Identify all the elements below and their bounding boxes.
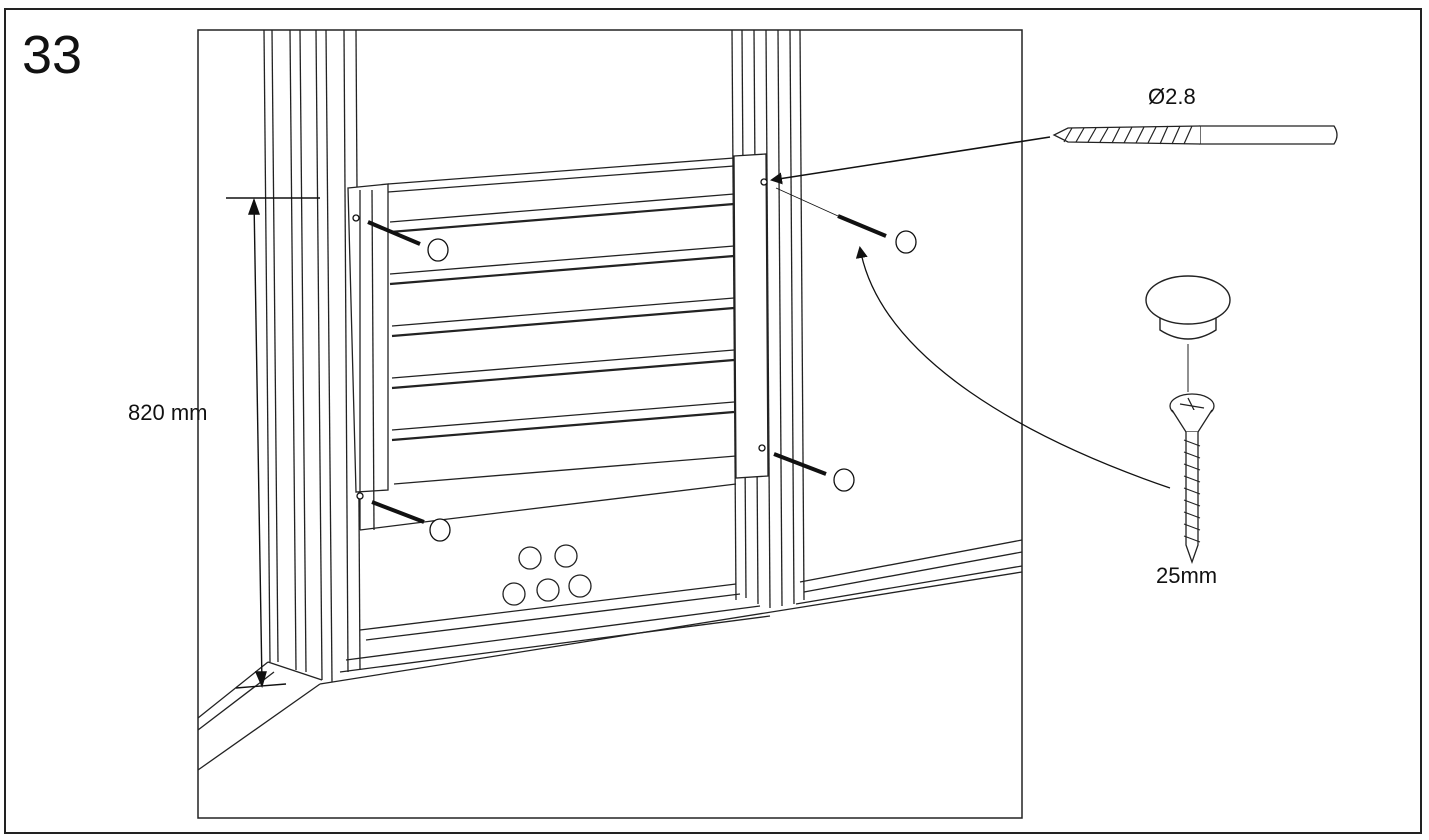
spare-caps-icon	[502, 544, 592, 606]
screw-bottom-right	[758, 444, 855, 492]
louvre-shadows	[389, 202, 735, 442]
height-dimension-label: 820 mm	[128, 400, 208, 425]
mounting-screws	[352, 178, 917, 542]
illustration-panel	[197, 29, 1023, 819]
vent-panel	[347, 153, 769, 531]
drill-bit-icon	[1052, 125, 1338, 145]
wall-structure	[197, 29, 1023, 771]
screw-bottom-left	[356, 492, 451, 542]
screw-cap-icon	[1145, 275, 1231, 392]
screw-pointer-curve	[855, 246, 1171, 489]
drill-pointer-line	[770, 136, 1051, 185]
screw-length-label: 25mm	[1156, 563, 1218, 588]
screw-icon	[1169, 393, 1215, 564]
drill-diameter-label: Ø2.8	[1148, 84, 1196, 109]
instruction-frame	[4, 8, 1422, 834]
screw-top-right	[760, 178, 917, 254]
height-dimension-line	[226, 197, 320, 689]
screw-top-left	[352, 214, 449, 262]
step-number: 33	[22, 25, 83, 85]
